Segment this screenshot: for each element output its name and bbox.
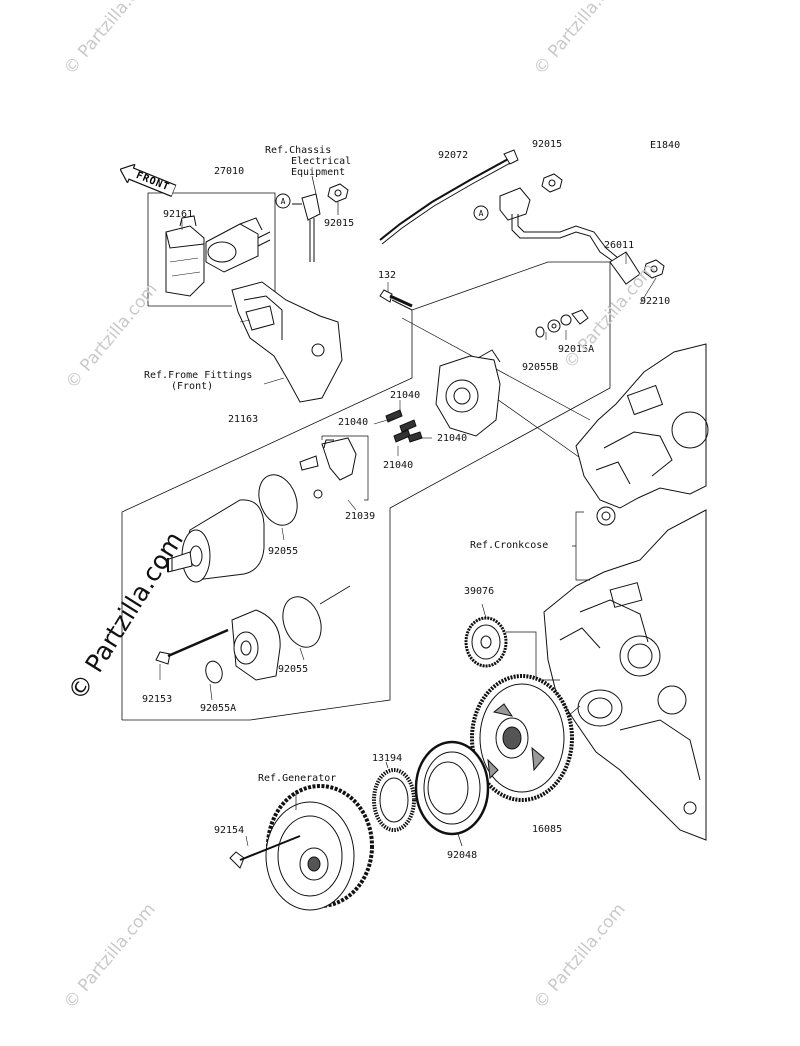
part-21040-d: 21040 [383, 460, 414, 471]
frame-fitting-bracket [231, 281, 343, 403]
callout-a-right-marker [473, 205, 489, 221]
part-92153: 92153 [142, 694, 173, 705]
one-way-clutch-housing-92048 [414, 740, 490, 847]
diagram-code: E1840 [650, 140, 681, 151]
starter-motor-21163 [165, 499, 265, 583]
long-bolt-92153 [155, 628, 229, 665]
generator-rotor [265, 784, 374, 911]
starter-cable-92072 [379, 149, 519, 245]
part-92072: 92072 [438, 150, 469, 161]
oring-92055a [205, 660, 223, 684]
ref-chassis-line1: Ref.Chassis [265, 145, 332, 156]
part-92015-mid: 92015 [324, 218, 355, 229]
part-92055a: 92055A [200, 703, 237, 714]
bolt-132 [379, 289, 413, 311]
oring-92055-a [258, 474, 298, 526]
part-21039: 21039 [345, 511, 376, 522]
oring-92055-b [282, 596, 322, 648]
relay-group-bracket [147, 192, 276, 307]
part-16085: 16085 [532, 824, 563, 835]
part-92055-b: 92055 [278, 664, 309, 675]
crankcase-upper [575, 343, 709, 526]
starter-group-bracket [121, 261, 611, 721]
part-92015-top: 92015 [532, 139, 563, 150]
part-92055-a: 92055 [268, 546, 299, 557]
part-21163: 21163 [228, 414, 259, 425]
starter-rear-cover [435, 349, 501, 437]
part-21040-c: 21040 [437, 433, 468, 444]
starter-relay-27010 [205, 217, 271, 273]
starter-front-cover [231, 609, 281, 681]
part-92048: 92048 [447, 850, 478, 861]
part-39076: 39076 [464, 586, 495, 597]
washers-92015a [547, 309, 589, 333]
ref-frame-line1: Ref.Frome Fittings [144, 370, 253, 381]
part-21040-b: 21040 [338, 417, 369, 428]
part-92161: 92161 [163, 209, 194, 220]
nut-92015-mid [327, 183, 349, 215]
one-way-clutch-13194 [372, 761, 416, 832]
relay-cover-92161 [165, 215, 205, 297]
ref-chassis-line2: Electrical [291, 156, 352, 167]
part-92210: 92210 [640, 296, 671, 307]
ref-crankcase: Ref.Cronkcose [470, 540, 549, 551]
part-92154: 92154 [214, 825, 245, 836]
callout-a-right: A [478, 209, 484, 218]
part-132: 132 [378, 270, 397, 281]
oring-92055b [535, 326, 545, 338]
nut-92015-top [541, 173, 563, 193]
nut-92210 [643, 259, 665, 279]
callout-a-left: A [280, 197, 286, 206]
ref-generator: Ref.Generator [258, 773, 337, 784]
part-21040-a: 21040 [390, 390, 421, 401]
part-92015a: 92015A [558, 344, 595, 355]
battery-cable-26011 [499, 187, 641, 285]
part-92055b: 92055B [522, 362, 559, 373]
part-13194: 13194 [372, 753, 403, 764]
front-direction-arrow: FRONT [116, 160, 177, 200]
bolt-92154 [229, 835, 301, 869]
ref-chassis-line3: Equipment [291, 167, 346, 178]
callout-a-left-marker [275, 193, 291, 209]
brush-springs-21040 [385, 409, 423, 443]
part-27010: 27010 [214, 166, 245, 177]
crankcase-lower [543, 509, 707, 841]
chassis-connector [292, 175, 321, 262]
part-26011: 26011 [604, 240, 635, 251]
starter-gear-16085 [470, 674, 581, 802]
ref-frame-line2: (Front) [171, 381, 214, 392]
brush-holder-21039 [299, 435, 369, 501]
